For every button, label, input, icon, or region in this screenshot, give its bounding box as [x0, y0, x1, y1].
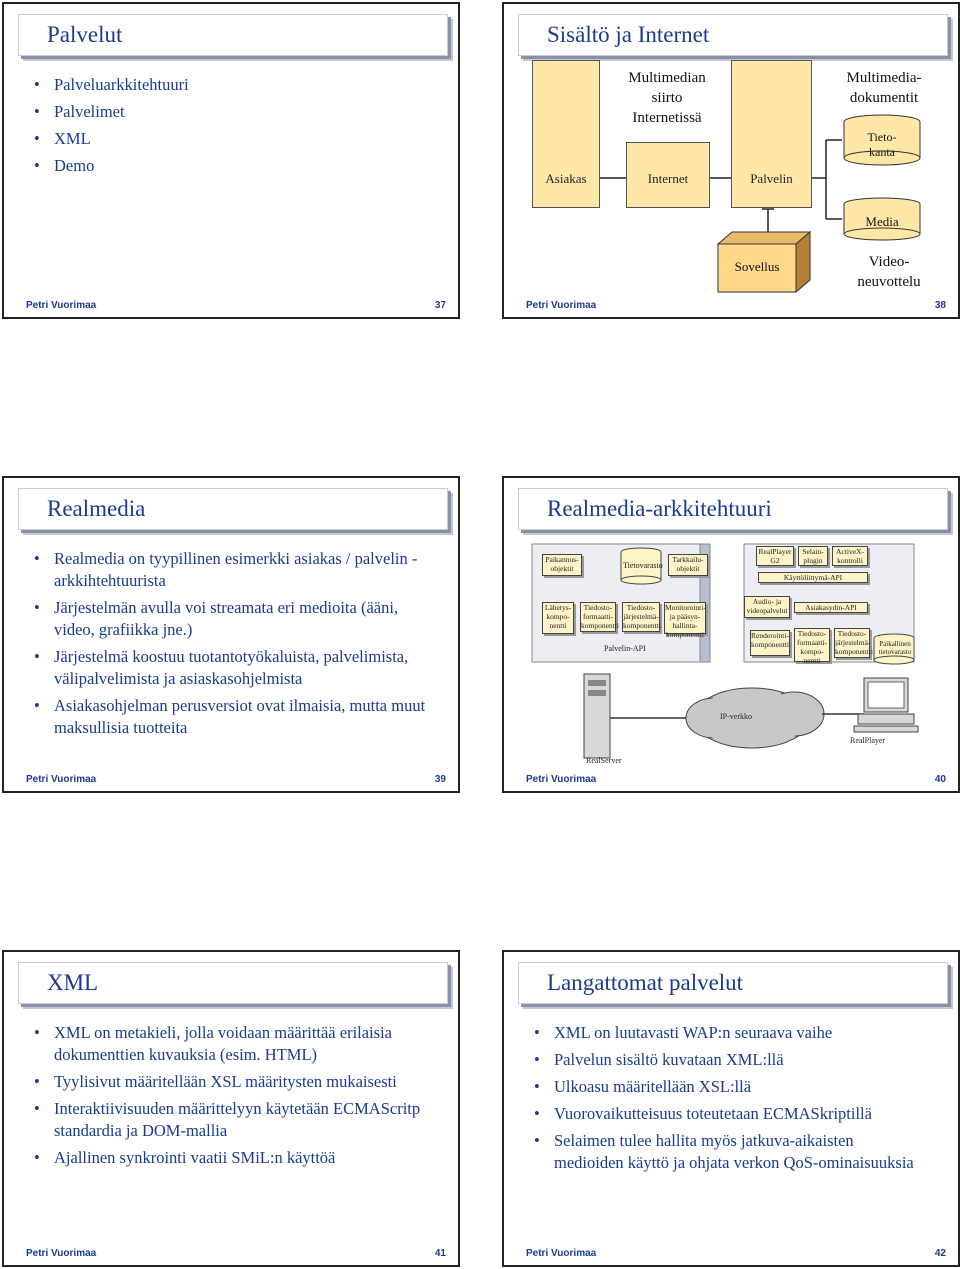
slide-number: 42	[934, 1248, 946, 1259]
videoneuvottelu-label: Video- neuvottelu	[857, 254, 921, 290]
bullet-list: Realmedia on tyypillinen esimerkki asiak…	[34, 548, 428, 744]
activex-kontrolli: ActiveX- kontrolli	[832, 546, 868, 566]
bullet-item: Ajallinen synkrointi vaatii SMiL:n käytt…	[34, 1147, 428, 1169]
bullet-item: Realmedia on tyypillinen esimerkki asiak…	[34, 548, 428, 592]
bullet-item: Ulkoasu määritellään XSL:llä	[534, 1076, 918, 1098]
footer-author: Petri Vuorimaa	[26, 1248, 97, 1259]
slide-title: XML	[47, 970, 99, 995]
slide-title-bar: XML	[18, 962, 448, 1004]
kayttoliittyma-api: Käyttöliittymä-API	[758, 572, 868, 583]
asiakas-box: Asiakas	[532, 60, 600, 208]
diagram-connectors	[600, 114, 921, 294]
bullet-item: Demo	[34, 155, 444, 177]
slide-title: Realmedia-arkkitehtuuri	[547, 496, 772, 521]
bullet-item: Interaktiivisuuden määrittelyyn käytetää…	[34, 1098, 428, 1142]
bullet-item: Asiakasohjelman perusversiot ovat ilmais…	[34, 695, 428, 739]
tietovarasto-label: Tietovarasto	[623, 561, 663, 570]
bullet-item: Tyylisivut määritellään XSL määritysten …	[34, 1071, 428, 1093]
slide-38: Sisältö ja Internet Multimedian siirto I…	[502, 2, 960, 319]
tarkkailu-objektit: Tarkkailu- objektit	[668, 554, 708, 576]
architecture-drawing	[531, 543, 919, 759]
slide-40: Realmedia-arkkitehtuuri Paikannu	[502, 476, 960, 793]
footer-author: Petri Vuorimaa	[526, 300, 597, 311]
slide-number: 37	[434, 300, 446, 311]
footer-author: Petri Vuorimaa	[26, 300, 97, 311]
footer-author: Petri Vuorimaa	[526, 774, 597, 785]
bullet-item: Palvelimet	[34, 101, 444, 123]
tiedostoformaatti-komponentti: Tiedosto- formaatti- komponentti	[580, 602, 619, 632]
slide-39: Realmedia Realmedia on tyypillinen esime…	[2, 476, 460, 793]
slide-title-bar: Palvelut	[18, 14, 448, 56]
lahetys-komponentti: Lähetys- kompo- nentti	[542, 602, 574, 634]
realplayer-label: RealPlayer	[850, 736, 886, 745]
slide-41: XML XML on metakieli, jolla voidaan määr…	[2, 950, 460, 1267]
bullet-item: Järjestelmän avulla voi streamata eri me…	[34, 597, 428, 641]
bullet-item: Järjestelmä koostuu tuotantotyökaluista,…	[34, 646, 428, 690]
selainplugin: Selain- plugin	[798, 546, 828, 566]
bullet-item: Vuorovaikutteisuus toteutetaan ECMASkrip…	[534, 1103, 918, 1125]
bullet-item: Palveluarkkitehtuuri	[34, 74, 444, 96]
slide-number: 40	[934, 774, 946, 785]
slide-number: 41	[434, 1248, 446, 1259]
slide-title: Langattomat palvelut	[547, 970, 744, 995]
heading-multimedian-siirto: Multimedian siirto Internetissä	[628, 70, 706, 126]
bullet-item: Palvelun sisältö kuvataan XML:llä	[534, 1049, 918, 1071]
footer-author: Petri Vuorimaa	[526, 1248, 597, 1259]
sovellus-label: Sovellus	[734, 259, 780, 274]
footer-author: Petri Vuorimaa	[26, 774, 97, 785]
slide-37: Palvelut Palveluarkkitehtuuri Palvelimet…	[2, 2, 460, 319]
slide-number: 39	[434, 774, 446, 785]
slide-title-bar: Realmedia	[18, 488, 448, 530]
ip-verkko-label: IP-verkko	[720, 712, 752, 721]
tiedostoformaatti-komponentti-client: Tiedosto- formaatti- kompo- nentti	[794, 628, 830, 665]
tiedostojarjestelma-komponentti-client: Tiedosto- järjestelmä- komponentti	[834, 628, 873, 658]
heading-multimedia-dokumentit: Multimedia- dokumentit	[846, 70, 922, 106]
internet-box: Internet	[626, 142, 710, 208]
paikannus-objektit: Paikannus- objektit	[542, 554, 582, 576]
slide-title-bar: Sisältö ja Internet	[518, 14, 948, 56]
slide-title: Realmedia	[47, 496, 146, 521]
slide-number: 38	[934, 300, 946, 311]
asiakasydin-api: Asiakasydin-API	[794, 602, 868, 613]
tietokanta-label: Tieto- kanta	[867, 130, 897, 159]
slide-title: Palvelut	[47, 22, 123, 47]
palvelin-box: Palvelin	[731, 60, 812, 208]
bullet-item: XML	[34, 128, 444, 150]
realserver-label: RealServer	[586, 756, 622, 765]
slide-title-bar: Langattomat palvelut	[518, 962, 948, 1004]
media-label: Media	[865, 214, 899, 229]
realplayer-g2: RealPlayer G2	[756, 546, 794, 566]
bullet-item: XML on metakieli, jolla voidaan määrittä…	[34, 1022, 428, 1066]
renderointi-komponentti: Renderointi- komponentti	[750, 630, 790, 656]
slide-title-bar: Realmedia-arkkitehtuuri	[518, 488, 948, 530]
audio-videopalvelut: Audio- ja videopalvelut	[744, 596, 790, 618]
bullet-item: Selaimen tulee hallita myös jatkuva-aika…	[534, 1130, 918, 1174]
slide-title: Sisältö ja Internet	[547, 22, 710, 47]
tiedostojarjestelma-komponentti: Tiedosto- järjestelmä- komponentti	[622, 602, 661, 632]
paikallinen-tietovarasto: Paikallinen tietovarasto	[878, 640, 912, 656]
bullet-item: XML on luutavasti WAP:n seuraava vaihe	[534, 1022, 918, 1044]
palvelin-api-label: Palvelin-API	[604, 644, 646, 653]
bullet-list: Palveluarkkitehtuuri Palvelimet XML Demo	[34, 74, 444, 182]
slide-42: Langattomat palvelut XML on luutavasti W…	[502, 950, 960, 1267]
monitorointi-komponentti: Monitorointi- ja pääsyn- hallinta- kompo…	[664, 602, 706, 639]
bullet-list: XML on metakieli, jolla voidaan määrittä…	[34, 1022, 428, 1174]
bullet-list: XML on luutavasti WAP:n seuraava vaihe P…	[534, 1022, 918, 1179]
